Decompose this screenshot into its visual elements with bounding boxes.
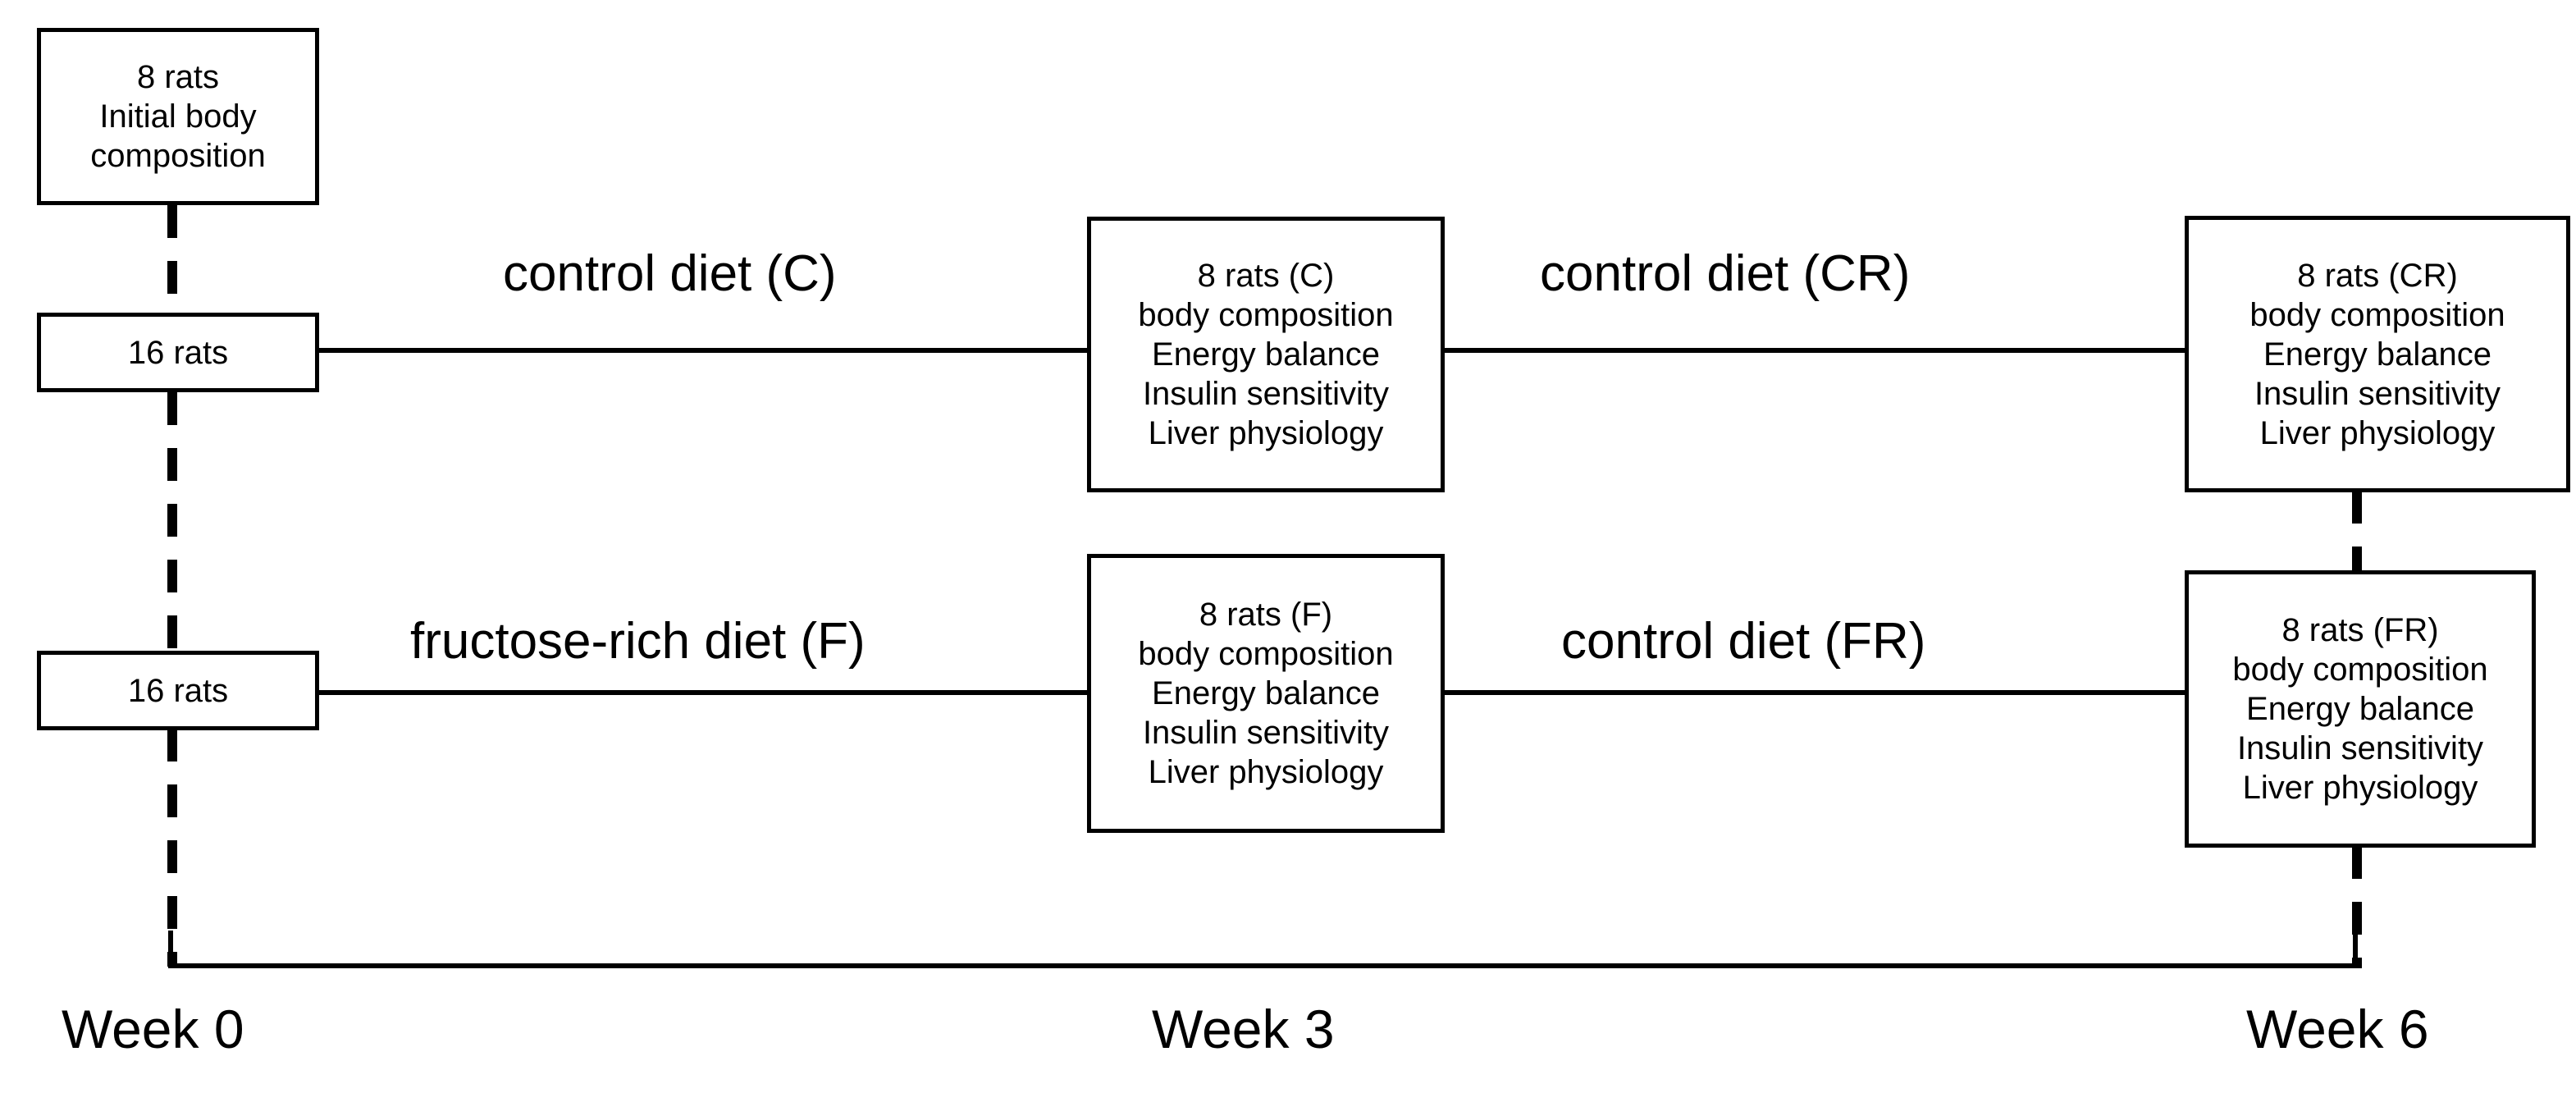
node-week3-control: 8 rats (C) body composition Energy balan… xyxy=(1087,217,1445,492)
dashed-connector-16rats-bottom-to-axis xyxy=(167,729,177,967)
dashed-connector-fr-to-axis xyxy=(2352,846,2362,967)
week6-fr-line-2: body composition xyxy=(2232,652,2488,688)
edge-label-control-diet-c: control diet (C) xyxy=(503,245,837,302)
connector-week3-control-to-week6-cr xyxy=(1441,348,2188,353)
node-week6-fructose-rescue: 8 rats (FR) body composition Energy bala… xyxy=(2185,570,2536,848)
week6-fr-line-4: Insulin sensitivity xyxy=(2236,730,2484,766)
week3-fructose-line-4: Insulin sensitivity xyxy=(1142,715,1390,751)
initial-cohort-line-1: 8 rats xyxy=(136,59,220,95)
week6-cr-line-2: body composition xyxy=(2249,296,2505,333)
edge-label-control-diet-cr: control diet (CR) xyxy=(1540,245,1911,302)
dashed-connector-16rats-top-to-bottom xyxy=(167,392,177,653)
connector-16rats-to-week3-control xyxy=(318,348,1089,353)
dashed-connector-initial-to-16rats-top xyxy=(167,205,177,315)
week3-control-line-4: Insulin sensitivity xyxy=(1142,376,1390,412)
node-week6-control-rescue: 8 rats (CR) body composition Energy bala… xyxy=(2185,216,2570,492)
edge-label-control-diet-fr: control diet (FR) xyxy=(1561,613,1926,670)
week3-control-line-1: 8 rats (C) xyxy=(1197,258,1335,294)
node-control-arm-start: 16 rats xyxy=(37,313,319,392)
week3-control-line-3: Energy balance xyxy=(1152,336,1380,373)
week6-cr-line-3: Energy balance xyxy=(2263,336,2492,373)
node-fructose-arm-start: 16 rats xyxy=(37,651,319,730)
node-initial-cohort: 8 rats Initial body composition xyxy=(37,28,319,205)
week6-cr-line-1: 8 rats (CR) xyxy=(2297,257,2458,294)
week6-fr-line-3: Energy balance xyxy=(2246,691,2474,727)
week3-fructose-line-2: body composition xyxy=(1138,636,1394,672)
week3-fructose-line-3: Energy balance xyxy=(1152,675,1380,711)
dashed-connector-cr-to-fr xyxy=(2352,491,2362,573)
timeline-label-week-6: Week 6 xyxy=(2246,999,2429,1059)
week3-fructose-line-5: Liver physiology xyxy=(1148,754,1384,790)
timeline-label-week-3: Week 3 xyxy=(1152,999,1335,1059)
control-arm-start-line-1: 16 rats xyxy=(127,334,229,371)
week6-fr-line-1: 8 rats (FR) xyxy=(2281,612,2439,648)
week6-cr-line-4: Insulin sensitivity xyxy=(2254,375,2501,412)
week3-control-line-2: body composition xyxy=(1138,297,1394,333)
initial-cohort-line-2: Initial body xyxy=(99,98,257,135)
edge-label-fructose-diet-f: fructose-rich diet (F) xyxy=(410,613,866,670)
week6-cr-line-5: Liver physiology xyxy=(2259,414,2496,451)
node-week3-fructose: 8 rats (F) body composition Energy balan… xyxy=(1087,554,1445,833)
fructose-arm-start-line-1: 16 rats xyxy=(127,672,229,709)
week3-control-line-5: Liver physiology xyxy=(1148,415,1384,451)
week3-fructose-line-1: 8 rats (F) xyxy=(1199,597,1333,633)
initial-cohort-line-3: composition xyxy=(90,138,266,174)
week6-fr-line-5: Liver physiology xyxy=(2242,770,2478,806)
timeline-axis xyxy=(168,963,2362,968)
connector-16rats-to-week3-fructose xyxy=(318,690,1089,695)
connector-week3-fructose-to-week6-fr xyxy=(1441,690,2188,695)
timeline-label-week-0: Week 0 xyxy=(62,999,244,1059)
